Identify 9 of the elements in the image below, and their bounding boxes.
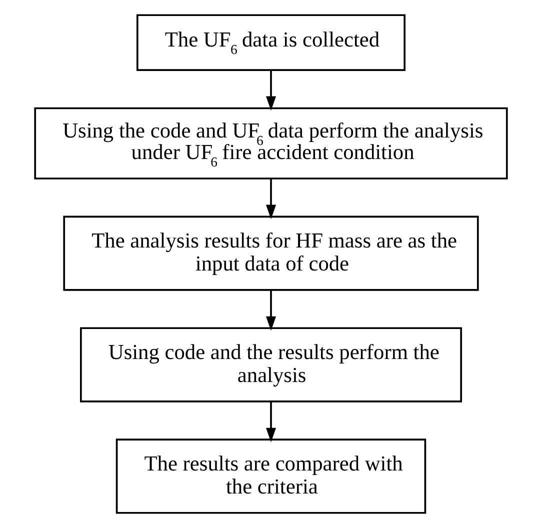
arrow: [266, 178, 276, 219]
arrow: [266, 290, 276, 330]
arrow: [266, 401, 276, 442]
arrow: [266, 70, 276, 110]
node-box: Using code and the results perform the analysis: [80, 326, 462, 402]
node-box: The UF$_{6}$ data is collected: [136, 14, 406, 70]
node-box: The results are compared with the criteria: [116, 438, 426, 514]
node-box: The analysis results for HF mass are as the input data of code: [63, 215, 479, 290]
node-box: Using the code and UF$_{6}$ data perform the analysis under UF$_{6}$ fire accident condition: [34, 106, 508, 179]
